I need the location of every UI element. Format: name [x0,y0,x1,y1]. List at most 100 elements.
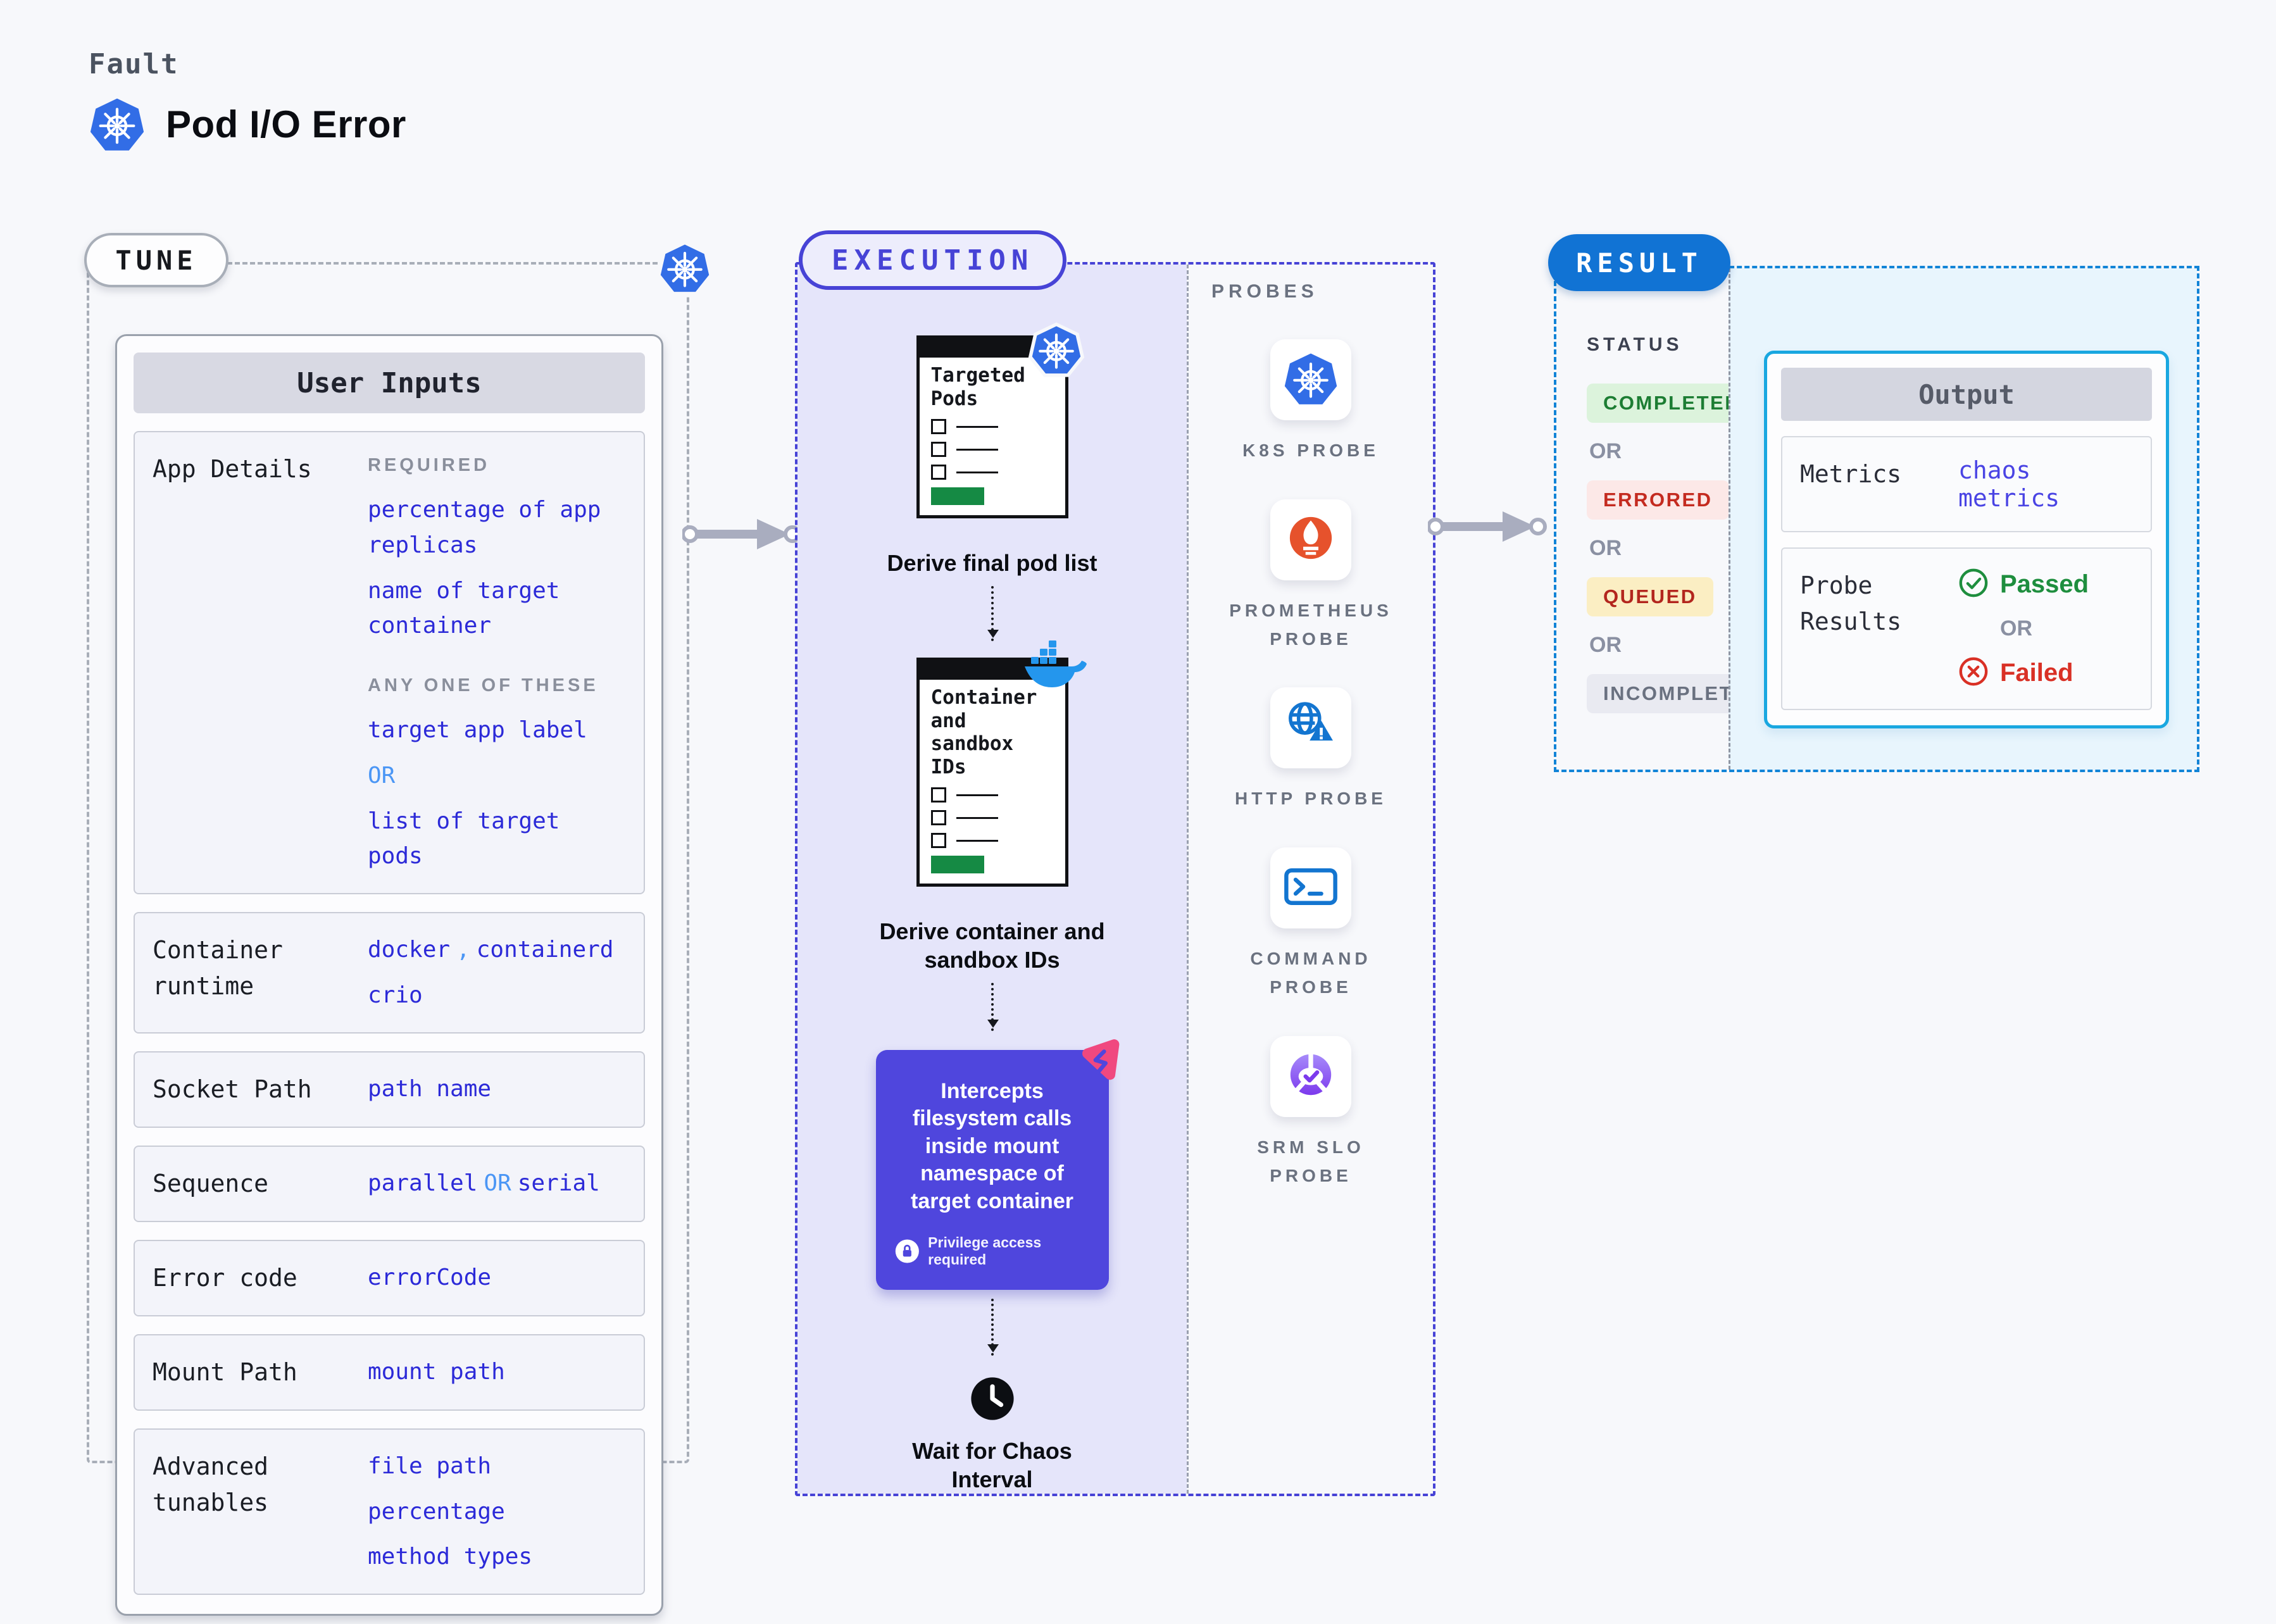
input-value: docker,containerd [368,937,614,963]
input-value: mount path [368,1358,505,1385]
list-line [956,839,998,842]
input-label: App Details [153,455,312,483]
clock-icon [967,1373,1018,1424]
privilege-note-row: Privilege access required [895,1234,1090,1268]
input-values: file path percentage method types [368,1449,626,1575]
input-value: percentage of app replicas [368,496,601,558]
probe-card [1270,847,1351,929]
targeted-pods-document: Targeted Pods [916,322,1084,519]
probe-card [1270,1035,1351,1117]
output-row-probe-results: Probe Results Passed OR Failed [1781,547,2152,710]
input-label: Sequence [153,1169,269,1197]
input-row-error-code: Error code errorCode [134,1239,645,1316]
flow-connector-down [987,1299,999,1356]
checklist-item [930,442,1054,458]
execution-flow-column: Targeted Pods Derive final pod list Cont… [797,265,1187,1494]
status-column: STATUS COMPLETED OR ERRORED OR QUEUED OR… [1556,268,1780,770]
output-label: Probe Results [1800,572,1902,635]
probe-card [1270,687,1351,769]
step-caption: Derive container and sandbox IDs [879,918,1105,973]
output-row-metrics: Metrics chaos metrics [1781,436,2152,532]
probe-results-values: Passed OR Failed [1958,568,2089,690]
probe-card [1270,499,1351,580]
checkbox-icon [930,810,946,826]
probe-label: HTTP PROBE [1235,789,1387,809]
user-inputs-card: User Inputs App Details REQUIRED percent… [115,334,663,1616]
kubernetes-icon [1282,349,1340,411]
or-separator: OR [1589,633,1622,657]
input-row-socket-path: Socket Path path name [134,1051,645,1128]
probe-label: PROMETHEUS PROBE [1229,600,1392,649]
execution-section-box: Targeted Pods Derive final pod list Cont… [795,262,1435,1496]
input-row-mount-path: Mount Path mount path [134,1334,645,1411]
checkbox-icon [930,442,946,458]
or-separator: OR [1589,536,1622,560]
failed-label: Failed [2000,659,2073,687]
input-value: list of target pods [368,808,560,870]
probe-label: K8S PROBE [1242,440,1379,460]
input-values: path name [368,1071,626,1108]
intercept-action-box: Intercepts filesystem calls inside mount… [875,1039,1119,1290]
cross-circle-icon [1958,656,1989,690]
probe-item-k8s: K8S PROBE [1242,339,1379,465]
execution-section-pill: EXECUTION [799,230,1067,290]
input-row-container-runtime: Container runtime docker,containerd crio [134,912,645,1034]
kubernetes-icon [1027,320,1085,379]
input-values: mount path [368,1354,626,1390]
checkbox-icon [930,419,946,435]
probe-label: SRM SLO PROBE [1257,1137,1365,1185]
document-title: Targeted Pods [930,364,1025,410]
probes-heading: PROBES [1211,281,1318,302]
slo-gauge-icon [1282,1046,1340,1107]
required-heading: REQUIRED [368,455,491,475]
chaos-flag-icon [1075,1037,1125,1088]
intercept-description: Intercepts filesystem calls inside mount… [911,1078,1073,1213]
page-title: Pod I/O Error [166,103,406,146]
probe-card [1270,339,1351,420]
container-checklist [920,778,1065,849]
flow-connector-down [987,983,999,1031]
input-value: crio [368,982,423,1009]
input-row-advanced-tunables: Advanced tunables file path percentage m… [134,1428,645,1596]
document-button [930,487,984,506]
input-label: Advanced tunables [153,1452,269,1516]
list-line [956,816,998,819]
step-caption: Derive final pod list [887,550,1097,577]
output-label: Metrics [1800,460,1902,488]
checklist-item [930,787,1054,803]
input-label: Error code [153,1263,297,1292]
probe-item-http: HTTP PROBE [1235,687,1387,813]
document-button [930,856,984,874]
flow-arrow-execution-to-result [1428,511,1547,542]
flow-arrow-tune-to-execution [682,519,801,549]
checklist-item [930,465,1054,480]
checkbox-icon [930,465,946,480]
output-header: Output [1781,368,2152,421]
probe-item-srm-slo: SRM SLO PROBE [1216,1035,1406,1190]
container-ids-document: Container and sandbox IDs [916,640,1087,887]
status-badge-errored: ERRORED [1587,480,1729,520]
checklist-item [930,833,1054,849]
input-row-app-details: App Details REQUIRED percentage of app r… [134,431,645,895]
failed-result-row: Failed [1958,656,2089,690]
flow-connector-down [987,586,999,642]
passed-result-row: Passed [1958,568,2089,601]
input-value: path name [368,1075,492,1102]
page-title-row: Pod I/O Error [87,94,406,154]
list-line [956,425,998,428]
user-inputs-header: User Inputs [134,353,645,413]
probe-item-prometheus: PROMETHEUS PROBE [1216,499,1406,654]
input-values: REQUIRED percentage of app replicas name… [368,451,626,874]
fault-eyebrow: Fault [89,48,179,80]
prometheus-icon [1282,509,1340,570]
globe-warning-icon [1282,697,1340,759]
probe-label: COMMAND PROBE [1250,949,1372,997]
input-value: percentage [368,1498,505,1525]
docker-icon [1021,639,1091,692]
checkbox-icon [930,833,946,849]
input-value: errorCode [368,1264,492,1290]
status-badge-queued: QUEUED [1587,577,1713,616]
kubernetes-icon [87,94,147,154]
